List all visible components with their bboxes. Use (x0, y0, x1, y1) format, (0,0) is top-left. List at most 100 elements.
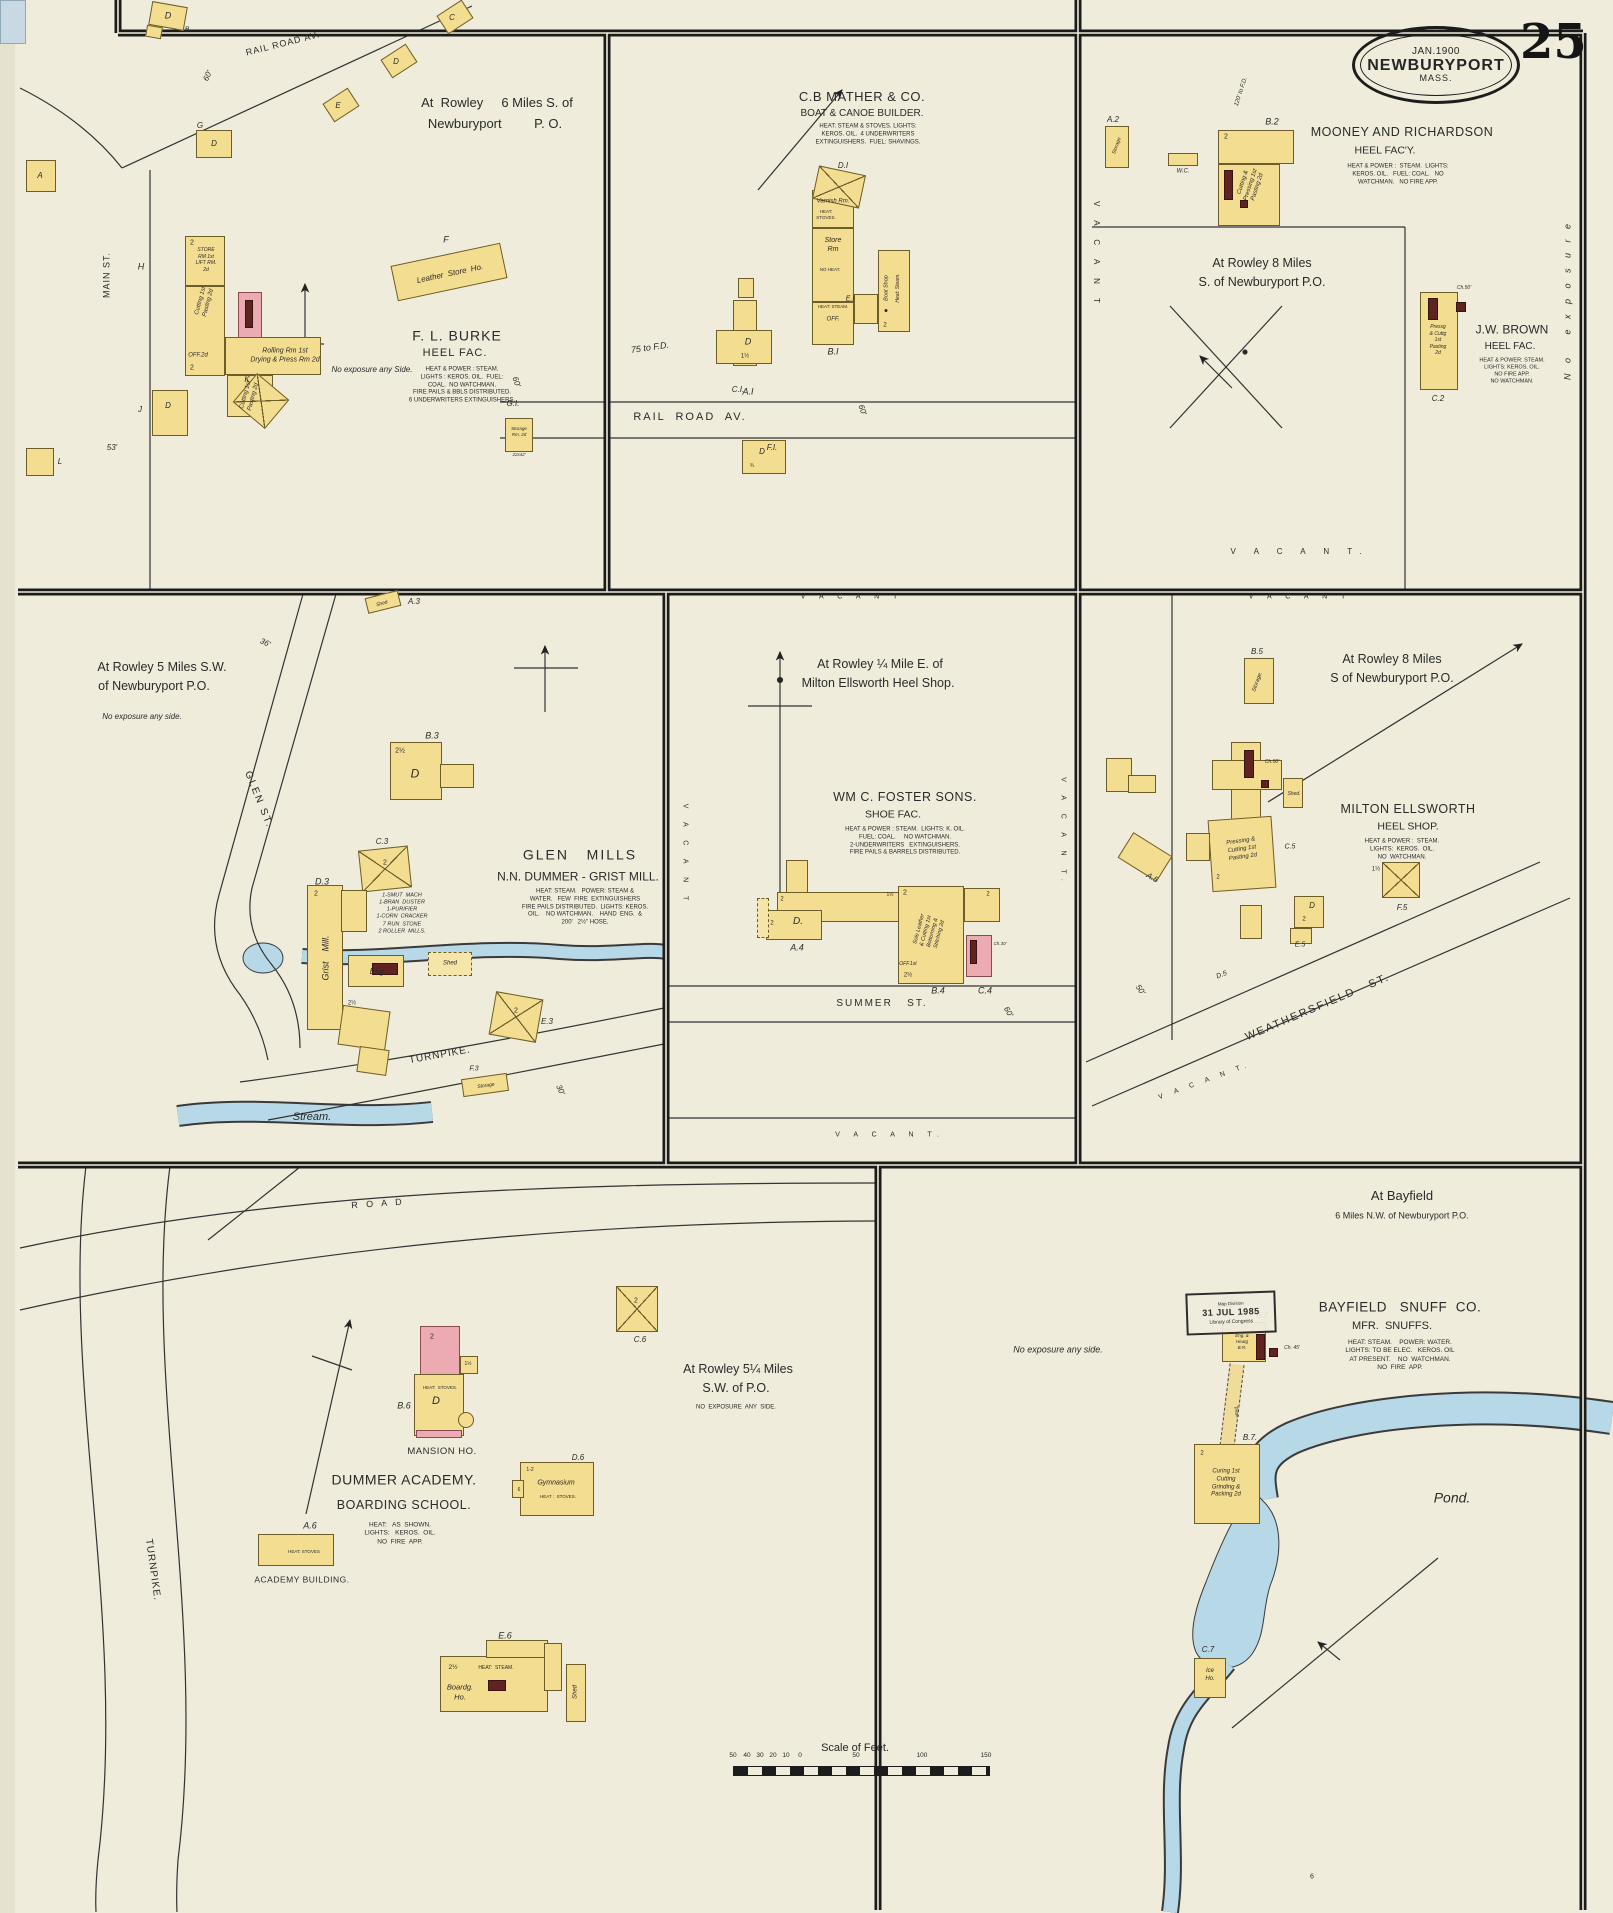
map-label: E.I (845, 295, 855, 303)
firm-dummer-details: HEAT: AS SHOWN. LIGHTS: KEROS. OIL. NO F… (364, 1521, 436, 1546)
map-label: E.5 (1294, 941, 1306, 949)
map-label: D (164, 10, 172, 21)
map-label: F (443, 234, 449, 245)
map-label: V A C A N T (800, 593, 904, 601)
map-label: Shed (572, 1684, 579, 1700)
map-label: V A C A N T. (1059, 777, 1067, 887)
building (1224, 170, 1233, 200)
bldg-wc (1168, 153, 1198, 166)
map-label: Storage Rm. 2d (511, 426, 527, 437)
building (1256, 1334, 1265, 1360)
map-label: E.6 (498, 1630, 512, 1641)
building (428, 952, 472, 976)
bldg-mansion: MANSION HO. (407, 1446, 477, 1458)
note-bayfield: At Bayfield (1370, 1187, 1434, 1203)
firm-jw-brown-details: HEAT & POWER: STEAM. LIGHTS: KEROS. OIL.… (1479, 357, 1545, 386)
bldg-c5-use: Pressing & Cutting 1st Pasting 2d (1226, 836, 1258, 862)
bldg-ice-ho: Ice Ho. (1205, 1668, 1215, 1682)
bldg-burke-store (185, 236, 225, 286)
map-label: C.6 (633, 1335, 647, 1344)
bldg-b1-office (812, 302, 854, 345)
building (1269, 1348, 1278, 1357)
bldg-grist-mill: Grist Mill. (320, 935, 331, 981)
stream-label: Stream. (292, 1111, 332, 1124)
building (616, 1286, 658, 1332)
firm-mooney-sub: HEEL FAC'Y. (1354, 144, 1416, 157)
firm-mooney: MOONEY AND RICHARDSON (1310, 125, 1494, 140)
note-rowley-quarter-mile-2: Milton Ellsworth Heel Shop. (801, 676, 955, 691)
building (337, 1004, 391, 1052)
street-main-st: MAIN ST. (101, 251, 112, 299)
firm-mooney-details: HEAT & POWER : STEAM. LIGHTS: KEROS. OIL… (1347, 163, 1449, 185)
map-label: B. (184, 26, 192, 34)
scale-tick: 20 (769, 1752, 777, 1759)
map-label: D (211, 139, 217, 148)
map-label: OFF.1st (899, 960, 917, 967)
bldg-b2-upper (1218, 130, 1294, 164)
map-label: 2 (514, 1007, 518, 1015)
map-label: Boat Shop (883, 275, 890, 301)
bldg-grist-mill-main (307, 885, 343, 1030)
building (964, 888, 1000, 922)
building (245, 300, 253, 328)
building (1240, 905, 1262, 939)
sheet-city: NEWBURYPORT (1367, 56, 1505, 74)
bldg-a2: A.2 (1106, 115, 1120, 124)
map-label: Gymnasium (537, 1479, 575, 1487)
map-label: B.2 (1265, 116, 1279, 127)
map-label: Shed. (1287, 790, 1301, 797)
map-label: C (449, 13, 455, 22)
scale-tick: 40 (743, 1752, 751, 1759)
building (854, 294, 878, 324)
bldg-mansion-front (420, 1326, 460, 1376)
building (26, 448, 54, 476)
firm-foster-sub: SHOE FAC. (864, 808, 922, 821)
building (505, 418, 533, 452)
map-label: D.I (837, 161, 849, 170)
bldg-boat-shop (878, 250, 910, 332)
map-label: E.3 (540, 1017, 554, 1026)
map-label: 2 (190, 239, 194, 247)
building (1240, 200, 1248, 208)
bldg-c2-brown (1420, 292, 1458, 390)
building (757, 898, 769, 938)
firm-fl-burke: F. L. BURKE (412, 327, 502, 344)
map-label: B.5 (1250, 647, 1264, 656)
map-label: A.4 (790, 942, 804, 953)
map-label: 1½ (464, 1360, 472, 1367)
scale-title: Scale of Feet. (821, 1742, 889, 1754)
map-label: ¾ (749, 462, 755, 469)
note-rowley-8-miles-2: S. of Newburyport P.O. (1198, 275, 1326, 290)
building (742, 440, 786, 474)
building (1294, 896, 1324, 928)
map-label: B.4 (931, 985, 945, 996)
note-rowley-8-miles-b: At Rowley 8 Miles (1342, 652, 1442, 667)
building (786, 860, 808, 893)
building (1283, 778, 1303, 808)
building (1186, 833, 1210, 861)
building (372, 963, 398, 975)
street-summer-st: SUMMER ST. (836, 997, 928, 1009)
map-label: 2½ (903, 972, 913, 979)
map-label: D (744, 336, 752, 347)
paper-edge (0, 0, 15, 1913)
map-label: 2 (190, 364, 194, 372)
building (738, 278, 754, 298)
note-rowley-525-2: S.W. of P.O. (702, 1381, 770, 1396)
map-label: C.3 (375, 837, 389, 846)
note-rowley-8-miles: At Rowley 8 Miles (1212, 256, 1312, 271)
map-label: 2 (1216, 874, 1220, 881)
building (357, 845, 413, 893)
building (1456, 302, 1466, 312)
map-label: 1½ (1371, 866, 1381, 873)
map-label: HEAT : STOVES. (539, 1494, 577, 1500)
map-label: L (57, 457, 63, 466)
map-label: D (759, 447, 765, 456)
building (1290, 928, 1312, 944)
map-label: Ch. 45' (1284, 1344, 1300, 1351)
map-label: C.2 (1431, 394, 1445, 403)
note-no-exposure-right: N o e x p o s u r e (1562, 219, 1573, 381)
map-label: A.I (742, 386, 754, 397)
map-label: HEAT: STOVES. (422, 1385, 458, 1391)
building (152, 390, 188, 436)
